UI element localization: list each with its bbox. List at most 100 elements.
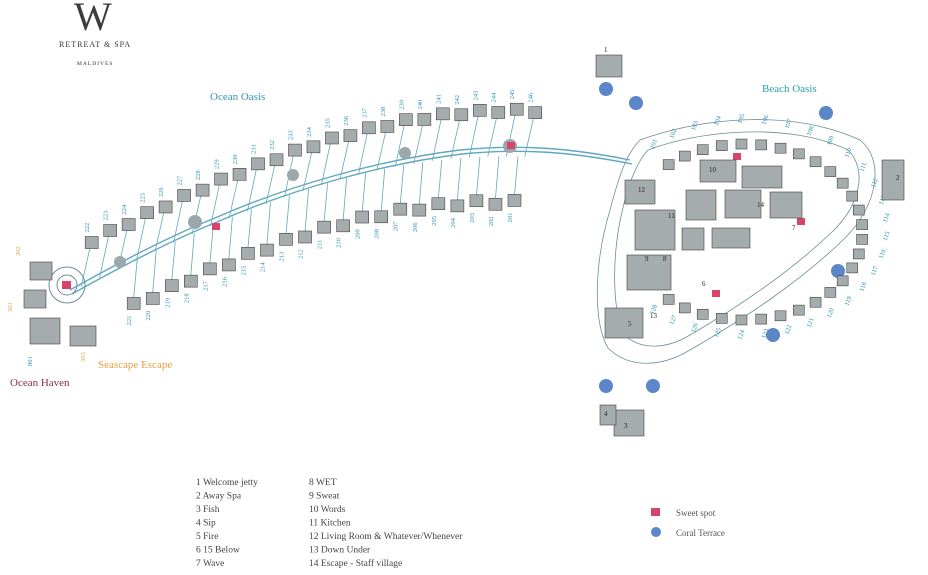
villa-block	[399, 113, 413, 126]
villa-blocks	[84, 102, 543, 310]
villa-block	[306, 140, 321, 154]
villa-number: 246	[528, 92, 535, 103]
villa-spoke	[431, 113, 443, 161]
villa-spoke	[468, 110, 480, 158]
villa-number: 225	[140, 193, 147, 203]
seascape-villa-number: 303	[80, 352, 87, 362]
beach-villa-block	[846, 190, 859, 202]
villa-spoke	[513, 156, 519, 201]
legend-item: 6 15 Below	[196, 546, 240, 556]
legend-item: 7 Wave	[196, 559, 224, 569]
label-fire: 5	[628, 320, 632, 328]
legend-item: 3 Fish	[196, 505, 220, 515]
sweet-spot-markers	[212, 142, 805, 297]
villa-number: 232	[269, 140, 276, 150]
villa-spoke	[475, 156, 481, 201]
villa-spoke	[136, 212, 148, 260]
villa-block	[393, 202, 408, 216]
villa-block	[507, 194, 522, 207]
zone-label-beach-oasis: Beach Oasis	[762, 83, 817, 95]
beach-villa-block	[836, 275, 849, 287]
beach-villa-block	[715, 313, 728, 324]
villa-number: 224	[121, 204, 128, 215]
villa-block	[269, 153, 284, 167]
seascape-villa-number: 301	[7, 302, 14, 312]
villa-number: 226	[158, 186, 165, 197]
villa-number: 201	[507, 213, 514, 223]
villa-number: 202	[488, 217, 495, 227]
villa-spoke	[304, 188, 309, 238]
beach-villa-number: 105	[737, 113, 747, 125]
label-welcome-jetty: 1	[604, 46, 608, 54]
villa-spoke	[494, 156, 500, 205]
villa-spoke	[399, 165, 405, 210]
villa-block	[325, 131, 339, 145]
legend-item: 14 Escape - Staff village	[309, 558, 402, 569]
villa-number: 221	[126, 316, 133, 326]
map-key: Sweet spot Coral Terrace	[651, 508, 725, 538]
villa-spoke	[210, 178, 221, 227]
villa-number: 242	[454, 95, 461, 105]
legend-item: 11 Kitchen	[309, 519, 351, 529]
logo-location: MALDIVES	[77, 61, 113, 67]
villa-number: 243	[472, 91, 479, 101]
beach-villa-number: 104	[713, 114, 723, 126]
beach-villa-number: 107	[784, 118, 794, 130]
label-kitchen: 11	[668, 212, 675, 220]
beach-villa-number: 103	[690, 120, 700, 132]
villa-number: 223	[103, 211, 110, 221]
legend-item: 13 Down Under	[309, 546, 371, 556]
villa-block	[103, 224, 117, 237]
villa-block	[362, 121, 376, 135]
villa-block	[84, 236, 99, 249]
villa-number: 222	[84, 223, 91, 233]
beach-villa-block	[824, 166, 837, 177]
sweet-spot-icon	[651, 508, 660, 516]
beach-villa-number: 108	[806, 125, 816, 137]
villa-block	[509, 102, 524, 116]
villa-spoke	[265, 159, 277, 204]
villa-spoke	[380, 168, 386, 217]
zone-label-ocean-haven: Ocean Haven	[10, 377, 70, 389]
villa-number: 208	[374, 229, 381, 239]
beach-villa-block	[774, 310, 787, 322]
villa-number: 205	[431, 216, 438, 226]
beach-villa-number: 109	[826, 135, 836, 147]
beach-villa-block	[774, 142, 787, 154]
label-ocean-haven-villa: 801	[27, 356, 34, 366]
villa-block	[203, 262, 217, 276]
villa-number: 234	[306, 126, 313, 137]
villa-spoke	[437, 159, 443, 204]
logo-w-mark: W	[74, 0, 112, 39]
villa-spoke	[154, 206, 166, 252]
villa-number: 244	[491, 92, 498, 103]
villa-spoke	[170, 241, 176, 286]
beach-villa-number: 110	[844, 147, 854, 158]
beach-villa-block	[793, 304, 805, 316]
villa-block	[195, 183, 210, 197]
villa-number: 216	[221, 276, 228, 287]
label-15-below: 6	[702, 280, 706, 288]
villa-spoke	[342, 177, 348, 226]
villa-number: 217	[202, 280, 209, 291]
villa-number: 214	[259, 262, 266, 273]
villa-block	[214, 172, 228, 186]
beach-villa-block	[755, 139, 768, 151]
villa-number: 227	[177, 175, 184, 186]
villa-spoke	[266, 202, 271, 251]
villa-number: 207	[393, 221, 400, 232]
villa-block	[454, 108, 469, 122]
villa-spoke	[285, 195, 290, 240]
villa-block	[472, 104, 487, 117]
villa-block	[222, 258, 236, 272]
beach-villa-block	[679, 150, 691, 162]
villa-number: 237	[361, 107, 368, 118]
villa-number: 211	[317, 240, 324, 250]
beach-villa-number: 124	[737, 328, 747, 340]
villa-number: 218	[183, 293, 190, 303]
beach-villa-block	[679, 302, 691, 314]
villa-spoke	[99, 230, 111, 278]
villa-block	[145, 292, 160, 305]
legend-item: 12 Living Room & Whatever/Whenever	[309, 532, 463, 542]
